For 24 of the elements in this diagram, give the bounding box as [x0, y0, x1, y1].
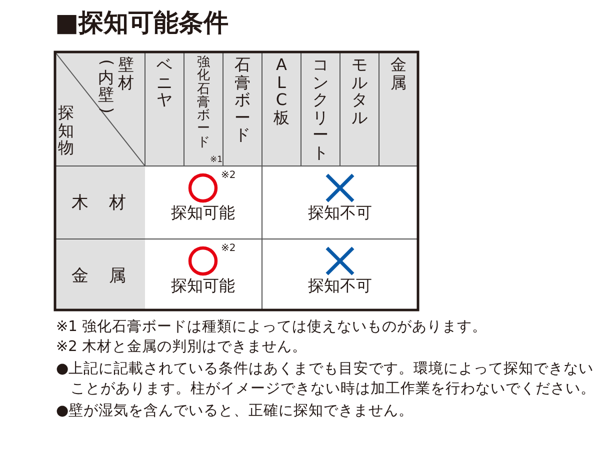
- column-header: 探知物: [58, 104, 74, 157]
- title: ■探知可能条件: [55, 7, 229, 39]
- result-text: 探知可能: [171, 276, 235, 296]
- footnote: ※2 木材と金属の判別はできません。: [56, 338, 308, 357]
- row-header: 木材: [72, 192, 146, 214]
- column-header: 強化石膏ボード: [197, 56, 210, 149]
- column-header: ALC板: [274, 56, 290, 126]
- column-header: 石膏ボード: [234, 56, 250, 144]
- column-header: (内壁): [98, 58, 114, 116]
- bullet-note: ●壁が湿気を含んでいると、正確に探知できません。: [56, 402, 415, 421]
- column-header: 金属: [390, 56, 406, 92]
- column-header: コンクリート: [312, 56, 328, 162]
- footnote-mark: ※2: [221, 170, 236, 181]
- footnote: ※1 強化石膏ボードは種類によっては使えないものがあります。: [56, 318, 488, 337]
- footnote-mark: ※1: [210, 155, 223, 165]
- column-header: 壁材: [118, 56, 134, 92]
- column-header: ベニヤ: [156, 56, 172, 109]
- result-text: 探知不可: [308, 202, 372, 224]
- result-text: 探知不可: [308, 276, 372, 296]
- footnote-mark: ※2: [221, 243, 236, 254]
- row-header: 金属: [72, 264, 146, 286]
- bullet-note: ●上記に記載されている条件はあくまでも目安です。環境によって探知できないことがあります。柱がイメージできない時は加工作業を行わないでください。: [56, 360, 596, 399]
- result-text: 探知可能: [171, 202, 235, 224]
- column-header: モルタル: [352, 56, 368, 126]
